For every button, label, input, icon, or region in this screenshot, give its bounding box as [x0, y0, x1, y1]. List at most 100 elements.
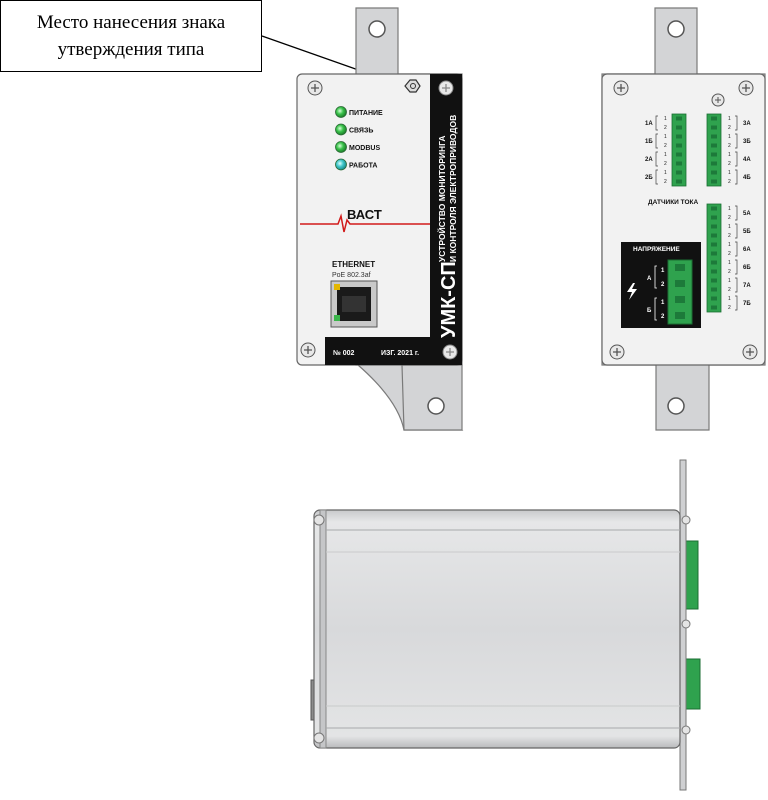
terminal-slot: [711, 233, 717, 238]
voltage-label: НАПРЯЖЕНИЕ: [633, 246, 680, 253]
ethernet-label: ETHERNET: [332, 260, 375, 269]
signal-line-icon: [300, 213, 430, 233]
pin-label: 2: [728, 233, 731, 239]
voltage-channel-label: Б: [647, 308, 652, 314]
terminal-block: [706, 113, 722, 187]
pin-label: 1: [728, 116, 731, 122]
connector-label: 5А: [743, 211, 751, 217]
connector-label: 4А: [743, 157, 751, 163]
bracket-icon: [655, 115, 658, 131]
connector-label: 3А: [743, 121, 751, 127]
pin-label: 1: [728, 296, 731, 302]
terminal-slot: [676, 125, 682, 130]
screw-icon: [438, 80, 454, 96]
indicator-led-icon: [335, 123, 347, 136]
bracket-icon: [735, 151, 738, 167]
connector-label: 2А: [645, 157, 653, 163]
pin-label: 1: [728, 206, 731, 212]
bracket-icon: [735, 205, 738, 221]
connector-label: 6А: [743, 247, 751, 253]
brand-label: ВАСТ: [347, 207, 382, 222]
bracket-icon: [735, 115, 738, 131]
pin-label: 1: [664, 170, 667, 176]
screw-icon: [738, 80, 754, 96]
bracket-icon: [735, 169, 738, 185]
rear-mount-hole-top-icon: [667, 20, 685, 38]
terminal-slot: [676, 143, 682, 148]
connector-label: 1Б: [645, 139, 653, 145]
terminal-slot: [711, 152, 717, 157]
ethernet-port-icon: [330, 280, 378, 328]
connector-label: 2Б: [645, 175, 653, 181]
approval-mark-location-icon: [404, 79, 421, 93]
indicator-led-icon: [335, 141, 347, 153]
terminal-slot: [711, 251, 717, 256]
indicator-led-icon: [335, 158, 347, 171]
pin-label: 2: [728, 305, 731, 311]
terminal-slot: [711, 296, 717, 301]
terminal-slot: [711, 206, 717, 211]
indicator-label: РАБОТА: [349, 163, 377, 170]
pin-label: 2: [661, 282, 665, 288]
terminal-slot: [711, 278, 717, 283]
pin-label: 1: [728, 278, 731, 284]
terminal-slot: [711, 287, 717, 292]
screw-icon: [442, 344, 458, 360]
terminal-slot: [676, 179, 682, 184]
mount-hole-bottom-icon: [427, 397, 445, 415]
pin-label: 2: [664, 161, 667, 167]
connector-label: 3Б: [743, 139, 751, 145]
terminal-slot: [711, 143, 717, 148]
terminal-slot: [711, 179, 717, 184]
side-terminal-block: [685, 540, 699, 610]
terminal-slot: [711, 269, 717, 274]
pin-label: 2: [728, 215, 731, 221]
terminal-slot: [711, 224, 717, 229]
terminal-slot: [675, 280, 685, 287]
pin-label: 1: [661, 300, 665, 306]
pin-label: 2: [664, 143, 667, 149]
bracket-icon: [735, 133, 738, 149]
terminal-slot: [711, 125, 717, 130]
terminal-slot: [711, 170, 717, 175]
terminal-slot: [711, 134, 717, 139]
pin-label: 2: [728, 287, 731, 293]
pin-label: 1: [664, 134, 667, 140]
screw-icon: [613, 80, 629, 96]
side-housing: [313, 509, 681, 749]
pin-label: 2: [664, 179, 667, 185]
connector-label: 6Б: [743, 265, 751, 271]
terminal-block: [671, 113, 687, 187]
callout-box: Место нанесения знака утверждения типа: [0, 0, 262, 72]
indicator-label: ПИТАНИЕ: [349, 110, 383, 117]
connector-label: 1А: [645, 121, 653, 127]
pin-label: 1: [664, 116, 667, 122]
description-line-1: УСТРОЙСТВО МОНИТОРИНГА: [436, 135, 447, 262]
pin-label: 1: [728, 224, 731, 230]
pin-label: 2: [728, 269, 731, 275]
indicator-label: СВЯЗЬ: [349, 128, 373, 135]
pin-label: 2: [728, 251, 731, 257]
terminal-slot: [675, 296, 685, 303]
terminal-slot: [676, 134, 682, 139]
description-line-2: И КОНТРОЛЯ ЭЛЕКТРОПРИВОДОВ: [448, 115, 458, 262]
bracket-icon: [735, 223, 738, 239]
connector-label: 7А: [743, 283, 751, 289]
bracket-icon: [654, 265, 657, 289]
terminal-slot: [711, 161, 717, 166]
front-bottom-strip: [325, 337, 430, 365]
screw-icon: [307, 80, 323, 96]
pin-label: 1: [728, 152, 731, 158]
rear-mount-hole-bottom-icon: [667, 397, 685, 415]
bracket-icon: [654, 297, 657, 321]
screw-icon: [609, 344, 625, 360]
bracket-icon: [655, 151, 658, 167]
terminal-slot: [676, 116, 682, 121]
callout-line-2: утверждения типа: [57, 39, 205, 60]
manufacture-year: ИЗГ. 2021 г.: [381, 350, 419, 357]
bracket-icon: [735, 241, 738, 257]
connector-label: 7Б: [743, 301, 751, 307]
lightning-icon: [627, 283, 637, 300]
